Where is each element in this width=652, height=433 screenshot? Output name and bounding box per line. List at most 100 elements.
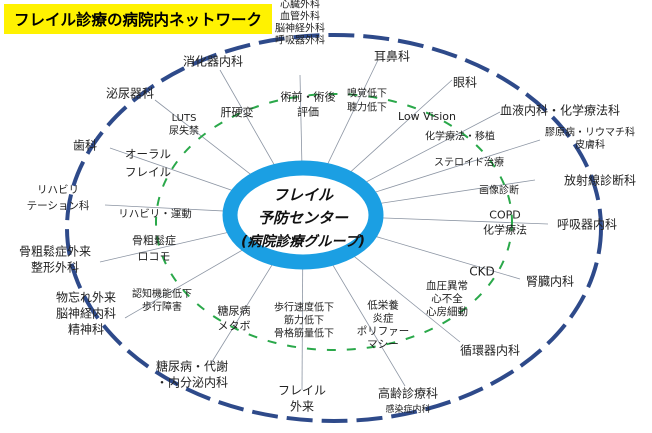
- label-line: ・内分泌内科: [156, 375, 228, 389]
- label-line: 心不全: [431, 292, 463, 305]
- department-shokaki: 消化器内科: [183, 54, 243, 68]
- department-rehab-ka: リハビリテーション科: [27, 184, 90, 212]
- label-line: 骨粗鬆症: [132, 233, 176, 247]
- department-hoshasen: 放射線診断科: [564, 172, 636, 187]
- label-line: 心臓外科: [280, 0, 320, 11]
- label-line: CKD: [469, 264, 495, 278]
- labels-layer: 外科・麻酔科心臓外科血管外科脳神経外科呼吸器外科耳鼻科眼科血液内科・化学療法科膠…: [19, 0, 636, 415]
- label-line: 物忘れ外来: [56, 289, 116, 304]
- topic-ketsuatsu: 血圧異常心不全心房細動: [426, 279, 468, 318]
- department-mono-wasure: 物忘れ外来脳神経内科精神科: [56, 289, 116, 336]
- label-line: COPD: [489, 209, 520, 222]
- label-line: 歯科: [73, 138, 97, 152]
- label-line: 術前・術後: [281, 90, 336, 104]
- page-title: フレイル診療の病院内ネットワーク: [14, 11, 263, 29]
- label-line: 膠原病・リウマチ科: [545, 125, 635, 138]
- title-banner: フレイル診療の病院内ネットワーク: [4, 4, 273, 34]
- label-line: 糖尿病・代謝: [156, 358, 228, 373]
- topic-steroid: ステロイド治療: [434, 156, 504, 169]
- center-circle: [222, 160, 384, 270]
- label-line: 泌尿器科: [106, 86, 154, 100]
- topic-kankohen: 肝硬変: [221, 105, 254, 119]
- department-jinzo: 腎臓内科: [526, 274, 574, 288]
- label-line: 尿失禁: [169, 124, 199, 137]
- department-kotsuso: 骨粗鬆症外来整形外科: [19, 243, 91, 274]
- center-line-2: 予防センター: [258, 209, 349, 227]
- label-line: テーション科: [27, 199, 90, 212]
- label-line: 嗅覚低下: [347, 87, 387, 100]
- label-line: 腎臓内科: [526, 274, 574, 288]
- department-kokyuki: 呼吸器内科: [557, 217, 617, 231]
- label-line: 低栄養: [367, 298, 399, 311]
- department-ketsueki: 血液内科・化学療法科: [500, 102, 620, 117]
- department-koreisha: 高齢診療科: [378, 385, 438, 400]
- label-line: 眼科: [453, 75, 477, 89]
- department-jibi: 耳鼻科: [374, 48, 410, 63]
- label-line: LUTS: [172, 113, 197, 124]
- label-line: 精神科: [68, 322, 104, 336]
- department-shika: 歯科: [73, 138, 97, 152]
- label-line: リハビリ: [37, 184, 79, 196]
- department-kogen: 膠原病・リウマチ科皮膚科: [545, 125, 635, 151]
- label-line: 聴力低下: [347, 101, 387, 114]
- department-kansensho: 感染症内科: [385, 403, 430, 415]
- label-line: 呼吸器内科: [557, 217, 617, 231]
- label-line: 整形外科: [31, 259, 79, 274]
- label-line: 感染症内科: [385, 403, 430, 415]
- label-line: 化学療法・移植: [425, 130, 495, 143]
- label-line: 歩行速度低下: [274, 301, 334, 314]
- department-junkanki: 循環器内科: [460, 343, 520, 357]
- topic-kotsuso-locomo: 骨粗鬆症ロコモ: [132, 233, 176, 263]
- label-line: オーラル: [125, 147, 171, 161]
- topic-tonyobyo: 糖尿病メタボ: [218, 304, 251, 333]
- label-line: 肝硬変: [221, 105, 254, 119]
- label-line: 血液内科・化学療法科: [500, 102, 620, 117]
- label-line: 化学療法: [483, 223, 527, 237]
- label-line: 耳鼻科: [374, 48, 410, 63]
- label-line: ポリファー: [357, 325, 410, 337]
- topic-teieiyo: 低栄養炎症ポリファーマシー: [357, 298, 410, 350]
- label-line: 歩行障害: [142, 300, 182, 313]
- label-line: 評価: [297, 105, 319, 119]
- center-line-3: (病院診療グループ): [241, 233, 365, 250]
- label-line: 放射線診断科: [564, 172, 636, 187]
- label-line: リハビリ・運動: [118, 207, 192, 220]
- label-line: 脳神経外科: [275, 22, 325, 35]
- topic-jutsuzen: 術前・術後評価: [281, 90, 336, 119]
- label-line: ステロイド治療: [434, 156, 504, 169]
- department-geka: 外科・麻酔科心臓外科血管外科脳神経外科呼吸器外科: [270, 0, 330, 47]
- topic-rehab: リハビリ・運動: [118, 207, 192, 220]
- label-line: 骨格筋量低下: [274, 327, 334, 340]
- topic-low-vision: Low Vision: [398, 110, 456, 123]
- label-line: 画像診断: [479, 184, 519, 197]
- label-line: Low Vision: [398, 110, 456, 123]
- outer-ring: [65, 33, 603, 423]
- topic-kyukaku: 嗅覚低下聴力低下: [347, 87, 387, 114]
- label-line: 消化器内科: [183, 54, 243, 68]
- label-line: フレイル: [278, 383, 326, 397]
- topic-gazo: 画像診断: [479, 184, 519, 197]
- label-line: 筋力低下: [284, 314, 324, 327]
- label-line: 外来: [290, 399, 314, 413]
- center-line-1: フレイル: [273, 186, 334, 204]
- label-line: ロコモ: [138, 250, 171, 263]
- department-frail-gairai: フレイル外来: [278, 383, 326, 413]
- label-line: 循環器内科: [460, 343, 520, 357]
- topic-ninchi: 認知機能低下歩行障害: [132, 287, 192, 313]
- topic-oral: オーラルフレイル: [125, 147, 171, 179]
- label-line: 高齢診療科: [378, 385, 438, 400]
- topic-ckd: CKD: [469, 264, 495, 278]
- department-tonyo: 糖尿病・代謝・内分泌内科: [156, 358, 228, 389]
- label-line: 骨粗鬆症外来: [19, 243, 91, 258]
- label-line: 心房細動: [426, 305, 468, 318]
- label-line: 血管外科: [280, 10, 320, 23]
- label-line: 脳神経内科: [56, 306, 116, 320]
- label-line: 認知機能低下: [132, 287, 192, 300]
- department-hinyoki: 泌尿器科: [106, 86, 154, 100]
- label-line: フレイル: [125, 165, 171, 179]
- label-line: 血圧異常: [426, 279, 468, 292]
